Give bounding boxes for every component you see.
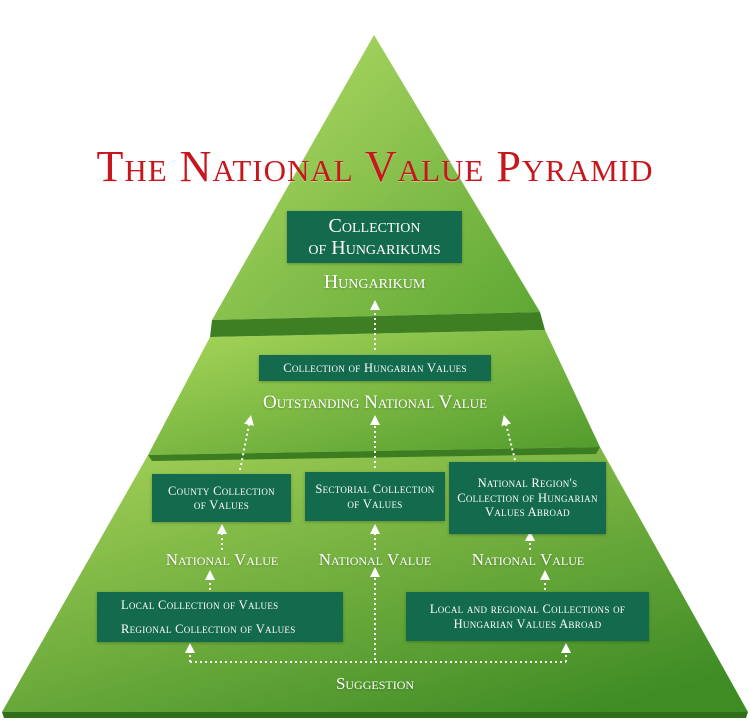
hungarian-values-collection-box: Collection of Hungarian Values xyxy=(259,355,491,381)
flow-arrows xyxy=(185,300,571,663)
local-regional-collection-box: Local Collection of Values Regional Coll… xyxy=(97,592,343,642)
hungarikums-collection-box: Collection of Hungarikums xyxy=(287,211,462,263)
diagram-title: The National Value Pyramid xyxy=(96,142,654,191)
national-value-label-county: National Value xyxy=(165,550,279,569)
region-box-line-2: Collection of Hungarian xyxy=(457,490,598,505)
outstanding-national-value-label: Outstanding National Value xyxy=(262,392,488,413)
region-box-line-3: Values Abroad xyxy=(485,505,570,520)
national-region-collection-box: National Region's Collection of Hungaria… xyxy=(449,462,606,534)
region-box-line-1: National Region's xyxy=(477,476,578,491)
hungarikums-box-line-2: of Hungarikums xyxy=(308,237,441,259)
national-value-label-region: National Value xyxy=(471,550,585,569)
abroad-box-line-2: Hungarian Values Abroad xyxy=(453,616,602,631)
regional-collection-text: Regional Collection of Values xyxy=(121,622,296,636)
national-value-label-sectorial: National Value xyxy=(318,550,432,569)
abroad-collections-box: Local and regional Collections of Hungar… xyxy=(406,592,649,641)
county-box-line-1: County Collection xyxy=(168,483,275,498)
local-collection-text: Local Collection of Values xyxy=(121,597,279,612)
suggestion-label: Suggestion xyxy=(335,674,415,693)
sectorial-box-line-2: of Values xyxy=(347,496,403,511)
hungarikum-label: Hungarikum xyxy=(323,271,426,293)
county-collection-box: County Collection of Values xyxy=(152,474,291,522)
sectorial-collection-box: Sectorial Collection of Values xyxy=(305,472,445,521)
county-box-line-2: of Values xyxy=(193,498,250,512)
abroad-box-line-1: Local and regional Collections of xyxy=(429,602,626,617)
hungarikums-box-line-1: Collection xyxy=(328,215,421,237)
sectorial-box-line-1: Sectorial Collection xyxy=(315,482,435,497)
